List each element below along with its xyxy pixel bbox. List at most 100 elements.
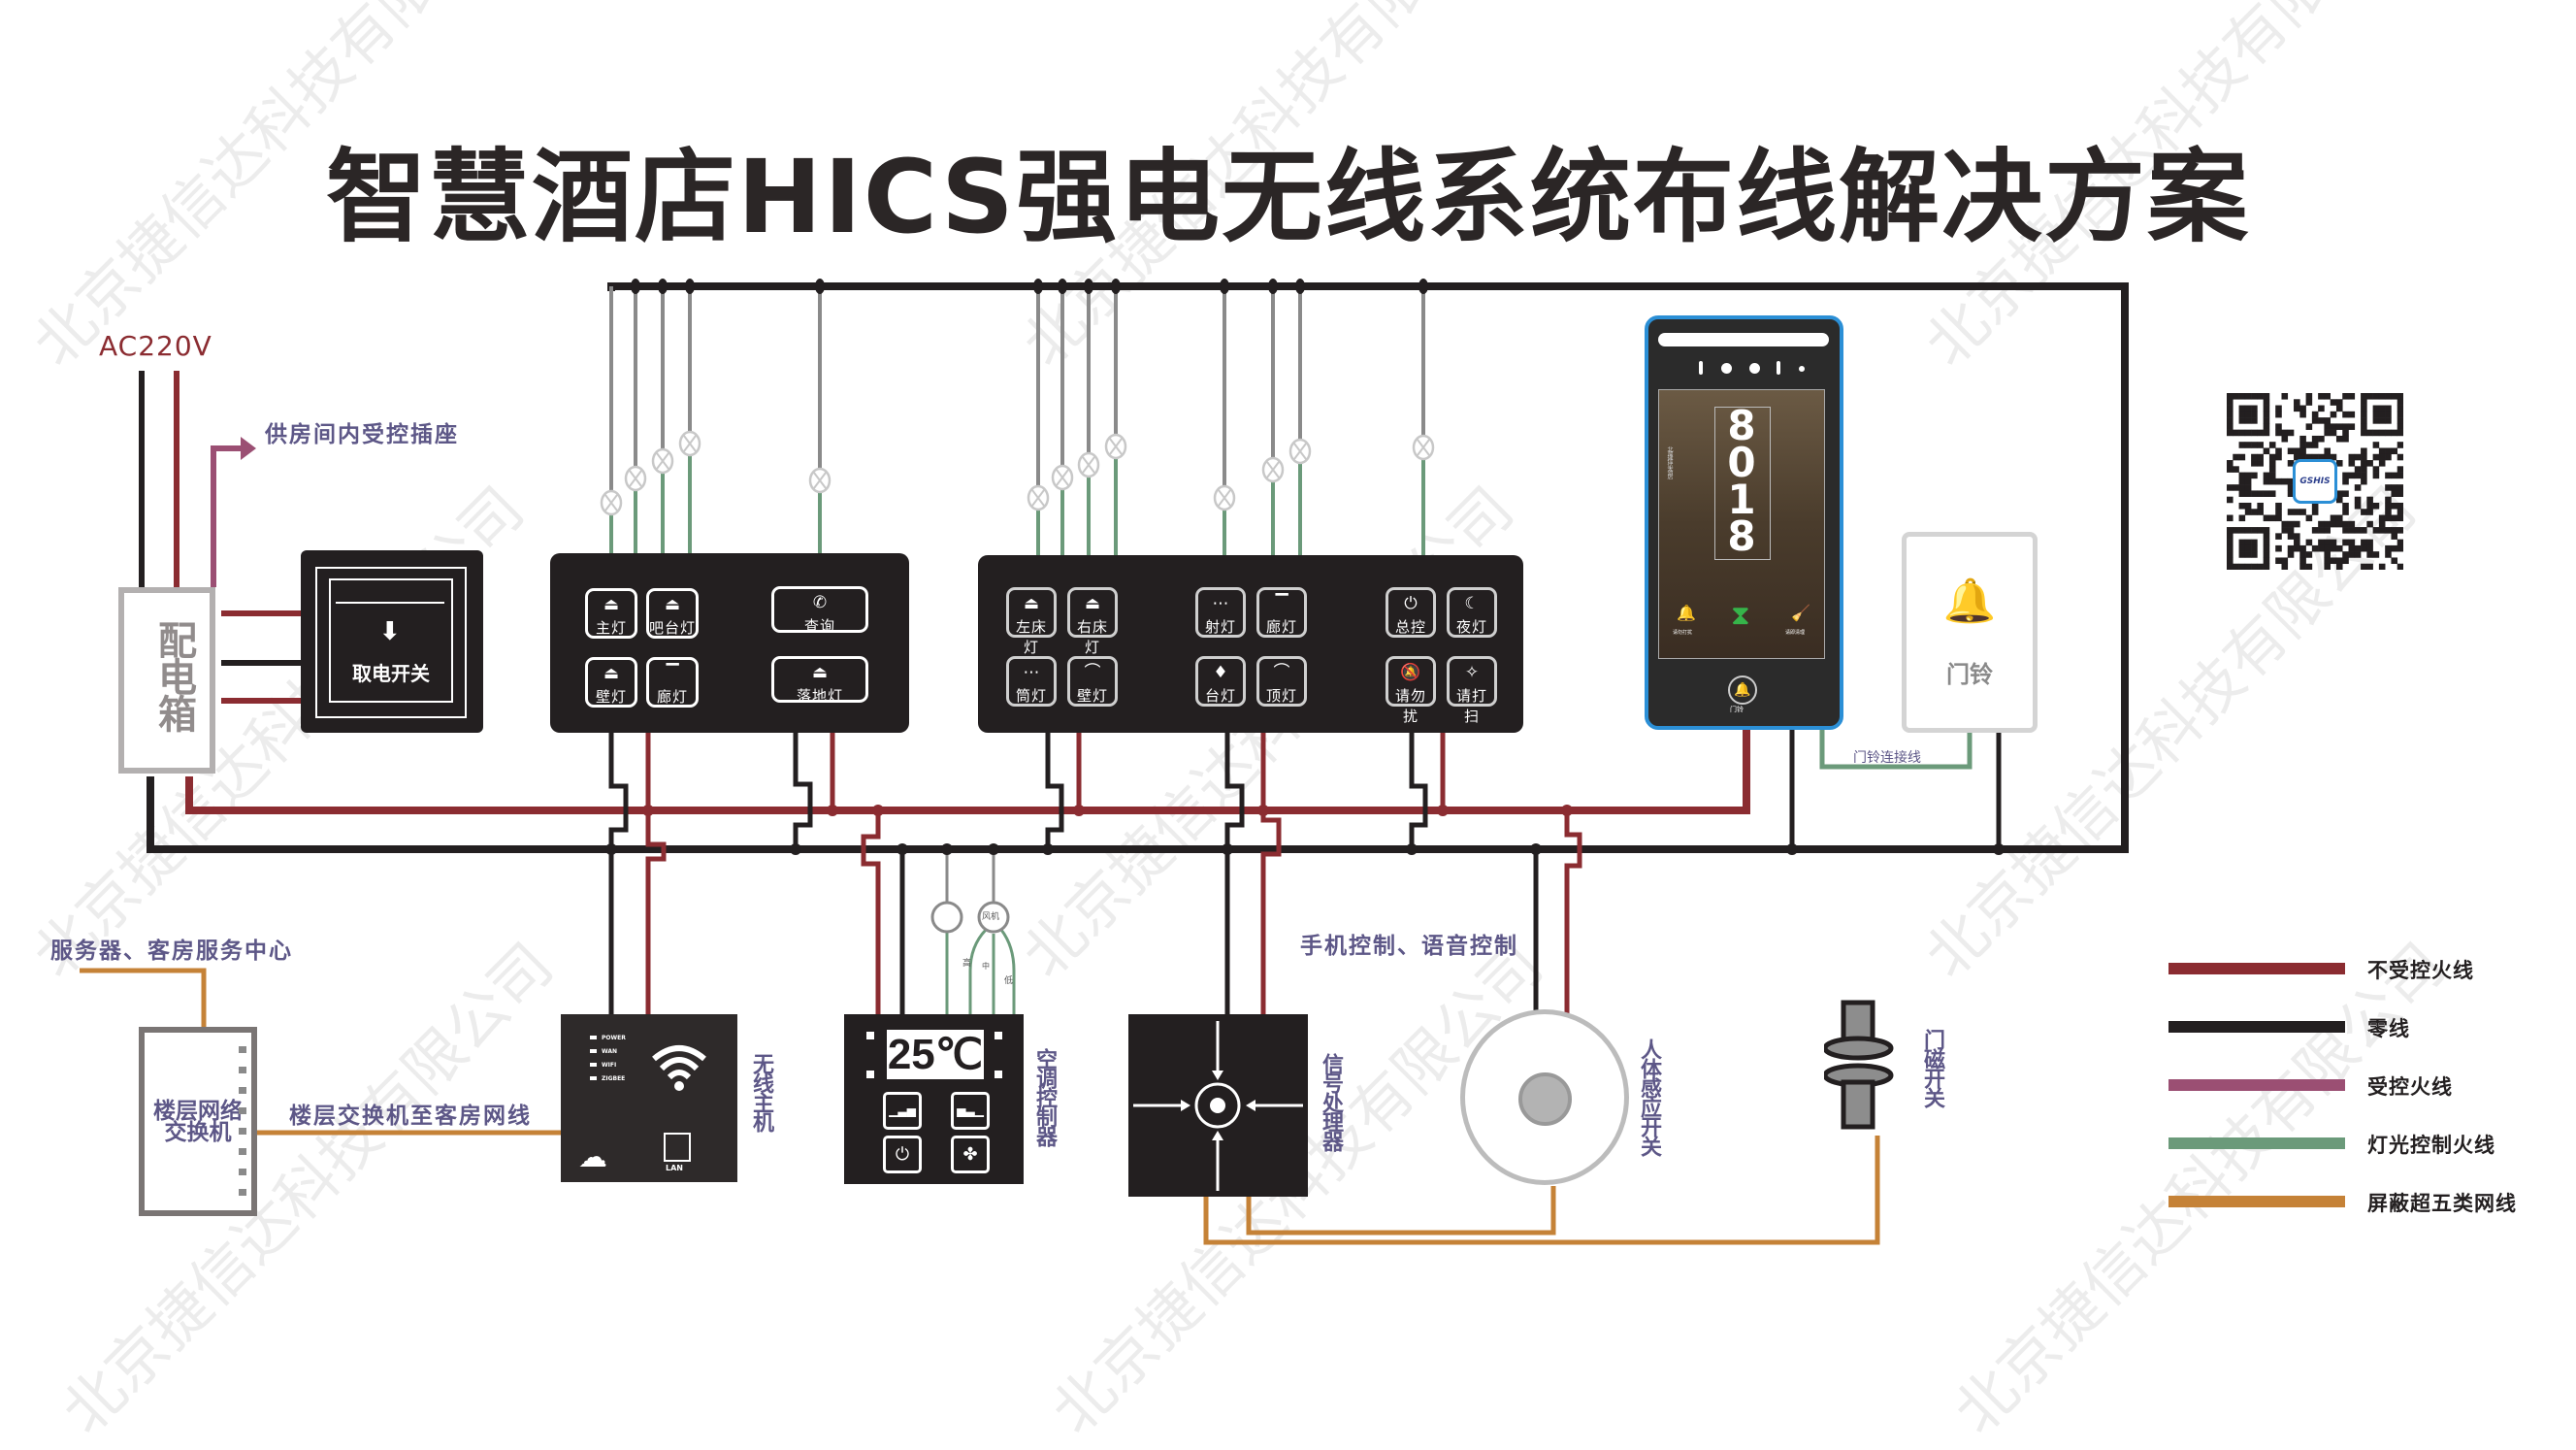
switch-key[interactable]: ⏏壁灯 — [585, 657, 637, 708]
legend-swatch — [2168, 1079, 2345, 1091]
ac-controller: 25℃ ▁▃▅ ▅▃▁ ⏻ ✤ — [844, 1014, 1024, 1184]
wifi-icon — [650, 1041, 708, 1102]
hourglass-icon: ⧗ — [1731, 599, 1750, 631]
switch-key[interactable]: ⏏主灯 — [585, 588, 637, 639]
room-number: 8018 — [1727, 402, 1756, 560]
bus-junction — [1418, 279, 1428, 294]
pir-sensor — [1460, 1009, 1629, 1185]
doorbell-button-label: 门铃 — [1730, 706, 1744, 713]
ceiling-lamp-icon: ⏏ — [1023, 594, 1040, 613]
switch-key[interactable]: ⌒壁灯 — [1067, 656, 1118, 707]
wireless-host-label: 无线主机 — [749, 1053, 773, 1131]
fan-label: 风机 — [982, 912, 1000, 922]
page-title: 智慧酒店HICS强电无线系统布线解决方案 — [326, 138, 2250, 256]
doorbell-connection-label: 门铃连接线 — [1853, 750, 1921, 766]
doorbell[interactable]: 🔔 门铃 — [1902, 532, 2038, 733]
pir-lens-icon — [1518, 1072, 1572, 1126]
switch-key[interactable]: ♦台灯 — [1195, 656, 1246, 707]
dnd-icon[interactable]: 🔔 — [1677, 604, 1696, 622]
cloud-icon: ☁ — [578, 1140, 607, 1174]
doorbell-label: 门铃 — [1946, 661, 1993, 688]
switch-key[interactable]: ⋯射灯 — [1195, 587, 1246, 638]
bus-junction — [1033, 279, 1043, 294]
bus-junction — [1111, 279, 1121, 294]
bus-junction — [1084, 279, 1093, 294]
doorbell-button-icon[interactable]: 🔔 — [1728, 676, 1757, 705]
bus-junction — [658, 279, 668, 294]
ceiling-lamp-icon: ⏏ — [603, 595, 620, 614]
switch-key[interactable]: ☾夜灯 — [1447, 587, 1497, 638]
legend-swatch — [2168, 963, 2345, 974]
led-indicator: ZIGBEE — [590, 1071, 626, 1085]
temp-up-button[interactable]: ▁▃▅ — [883, 1092, 922, 1130]
switch-key[interactable]: ⏏吧台灯 — [646, 588, 699, 639]
doorbell-connection — [1819, 730, 1973, 770]
bus-junction — [1220, 279, 1229, 294]
switch-key[interactable]: ⏏左床灯 — [1006, 587, 1057, 656]
fan-speed-mid: 中 — [982, 962, 990, 971]
bell-muted-icon: 🔕 — [1400, 663, 1421, 682]
hotel-name: 北京捷信达大酒店 — [1666, 446, 1673, 478]
ac-valve-icon — [930, 901, 963, 934]
distribution-box: 配电箱 — [118, 587, 215, 774]
arrow-down-icon: ⬇ — [379, 617, 401, 646]
switch-key[interactable]: ⌒顶灯 — [1256, 656, 1307, 707]
switch-port — [239, 1087, 246, 1094]
switch-port — [239, 1067, 246, 1073]
bus-junction — [685, 279, 695, 294]
cleaning-icon[interactable]: 🧹 — [1791, 604, 1810, 622]
switch-port — [239, 1128, 246, 1135]
moon-icon: ☾ — [1464, 594, 1480, 613]
switch-key[interactable]: ✆查询 — [771, 586, 868, 635]
switch-key[interactable]: 🔕请勿扰 — [1386, 656, 1436, 725]
switch-port — [239, 1046, 246, 1053]
switch-key[interactable]: ▔廊灯 — [646, 657, 699, 708]
switch-panel-1: ⏏主灯 ⏏吧台灯 ✆查询 ⏏壁灯 ▔廊灯 ⏏落地灯 — [550, 553, 909, 733]
bus-junction — [631, 279, 640, 294]
door-panel[interactable]: 8018 北京捷信达大酒店 🔔 请勿打扰 ⧗ 🧹 请即清理 🔔 门铃 — [1645, 315, 1843, 730]
fan-speed-high: 高 — [962, 959, 972, 969]
switch-key[interactable]: ▔廊灯 — [1256, 587, 1307, 638]
switch-key[interactable]: ⏻总控 — [1386, 587, 1436, 638]
temperature-display: 25℃ — [887, 1030, 984, 1079]
switch-key[interactable]: ⋯筒灯 — [1006, 656, 1057, 707]
ac-controller-label: 空调控制器 — [1032, 1048, 1057, 1145]
server-label: 服务器、客房服务中心 — [50, 939, 293, 964]
socket-arrow — [241, 437, 256, 460]
strip-light-icon: ▔ — [666, 664, 679, 683]
ceiling-lamp-icon: ⏏ — [1084, 594, 1101, 613]
dnd-button-label: 请勿打扰 — [1673, 630, 1693, 636]
card-switch-label: 取电开关 — [352, 662, 430, 685]
pir-sensor-label: 人体感应开关 — [1637, 1038, 1661, 1155]
legend-swatch — [2168, 1137, 2345, 1149]
legend-label: 屏蔽超五类网线 — [2367, 1192, 2517, 1215]
ceiling-lamp-icon: ⏏ — [664, 595, 681, 614]
power-button[interactable]: ⏻ — [883, 1136, 922, 1173]
power-icon: ⏻ — [1404, 594, 1418, 613]
bus-junction — [1268, 279, 1278, 294]
gshis-logo: GSHIS — [2293, 459, 2337, 504]
legend-swatch — [2168, 1196, 2345, 1207]
switch-key[interactable]: ✧请打扫 — [1447, 656, 1497, 725]
temp-down-button[interactable]: ▅▃▁ — [951, 1092, 990, 1130]
led-indicator: POWER — [590, 1031, 626, 1044]
switch-label-line1: 楼层网络 — [153, 1099, 243, 1124]
lan-label: LAN — [666, 1164, 683, 1172]
downlight-icon: ⋯ — [1023, 663, 1040, 682]
switch-port — [239, 1189, 246, 1196]
switch-key[interactable]: ⏏落地灯 — [771, 656, 868, 705]
desk-lamp-icon: ♦ — [1213, 663, 1228, 682]
fan-button[interactable]: ✤ — [951, 1136, 990, 1173]
cleaning-button-label: 请即清理 — [1785, 630, 1806, 636]
wiring-diagram — [80, 279, 2129, 1245]
qr-code[interactable]: GSHIS — [2227, 393, 2404, 571]
led-indicator: WIFI — [590, 1058, 626, 1071]
switch-port — [239, 1107, 246, 1114]
card-power-switch[interactable]: ⬇ 取电开关 — [301, 550, 483, 733]
live-bus — [185, 730, 1750, 814]
uplink-label: 楼层交换机至客房网线 — [289, 1104, 532, 1129]
fan-speed-low: 低 — [1004, 976, 1014, 986]
legend-label: 不受控火线 — [2367, 959, 2474, 982]
switch-key[interactable]: ⏏右床灯 — [1067, 587, 1118, 656]
